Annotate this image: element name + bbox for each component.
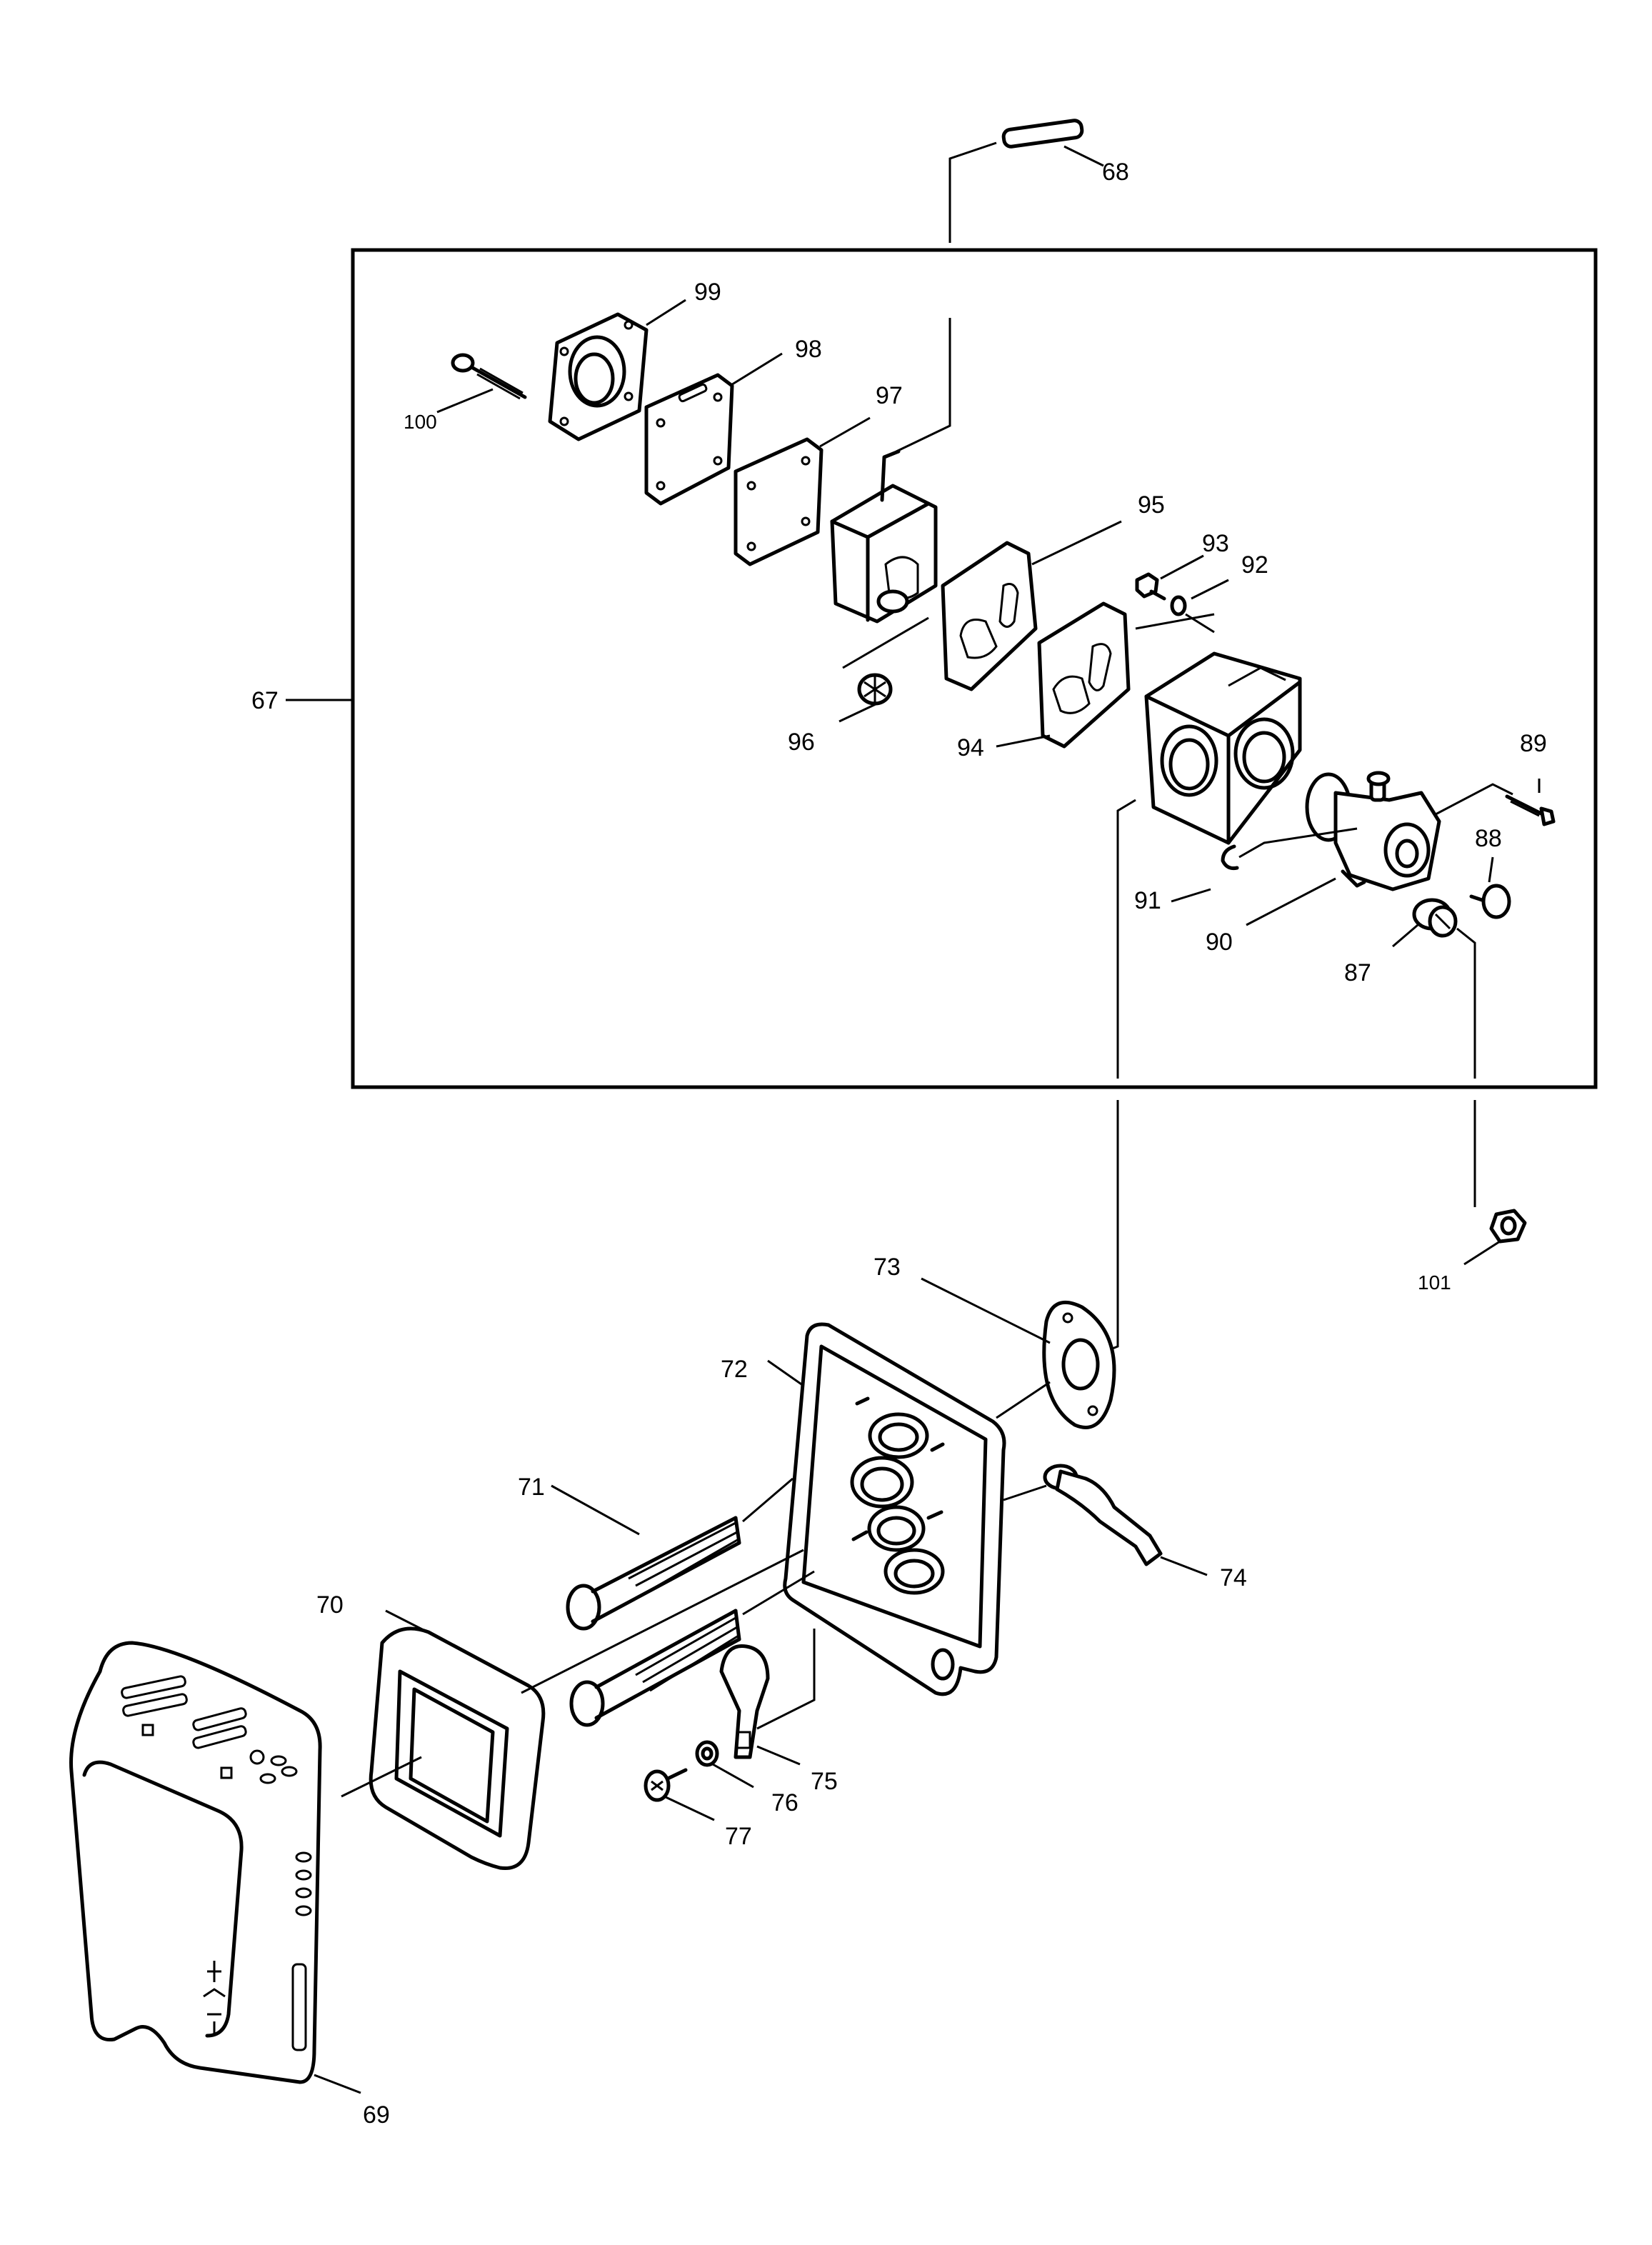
pump-body	[830, 318, 951, 624]
label-93: 93	[1202, 530, 1229, 557]
label-71: 71	[518, 1474, 545, 1501]
part-87-adjust-screw	[1392, 898, 1476, 1079]
label-100: 100	[404, 411, 437, 433]
label-89: 89	[1520, 730, 1547, 757]
part-69-cover	[69, 1641, 361, 2094]
label-68: 68	[1102, 159, 1129, 186]
label-67: 67	[251, 687, 279, 714]
label-99: 99	[694, 279, 721, 306]
label-97: 97	[876, 382, 903, 409]
part-71-bolt-upper	[551, 1477, 794, 1631]
part-94-gasket	[996, 601, 1131, 749]
part-97-diaphragm	[734, 416, 871, 566]
part-73-gasket	[921, 1277, 1116, 1429]
part-88-plug	[1469, 856, 1511, 919]
label-90: 90	[1206, 929, 1233, 956]
part-72-air-cleaner-base	[767, 1322, 1051, 1696]
label-77: 77	[725, 1823, 752, 1850]
leader-carb-to-gasket	[1099, 1100, 1119, 1355]
label-76: 76	[771, 1789, 799, 1816]
part-74-choke-lever	[1003, 1464, 1208, 1576]
part-89-screw	[1435, 779, 1556, 826]
label-101: 101	[1418, 1271, 1451, 1294]
label-73: 73	[873, 1254, 901, 1281]
part-92-o-ring	[1170, 579, 1229, 634]
label-69: 69	[363, 2101, 390, 2129]
label-72: 72	[721, 1356, 748, 1383]
part-90-throttle	[1238, 771, 1441, 926]
label-96: 96	[788, 729, 815, 756]
label-74: 74	[1220, 1564, 1247, 1591]
part-93-screw	[1135, 554, 1204, 601]
part-101-nut	[1463, 1209, 1527, 1266]
part-77-screw	[644, 1768, 715, 1821]
part-99-cover-plate	[548, 299, 686, 441]
part-68-pin	[948, 119, 1104, 243]
label-91: 91	[1134, 887, 1161, 914]
part-71-bolt-lower	[569, 1570, 815, 1727]
label-92: 92	[1241, 551, 1268, 579]
part-70-filter-element	[341, 1549, 804, 1871]
part-91-clip	[1171, 844, 1239, 903]
part-100-screw	[436, 353, 527, 414]
carburetor-body	[1116, 613, 1302, 1079]
carburetor-assembly-frame	[351, 248, 1598, 1089]
label-70: 70	[316, 1591, 344, 1619]
part-76-washer	[695, 1740, 754, 1789]
label-88: 88	[1475, 825, 1502, 852]
label-75: 75	[811, 1768, 838, 1795]
part-75-clip	[719, 1629, 816, 1766]
part-96-filter	[838, 616, 929, 723]
part-95-gasket	[941, 520, 1122, 691]
label-98: 98	[795, 336, 822, 363]
part-98-gasket	[644, 352, 783, 506]
label-87: 87	[1344, 959, 1371, 986]
label-95: 95	[1138, 491, 1165, 519]
label-94: 94	[957, 734, 984, 761]
